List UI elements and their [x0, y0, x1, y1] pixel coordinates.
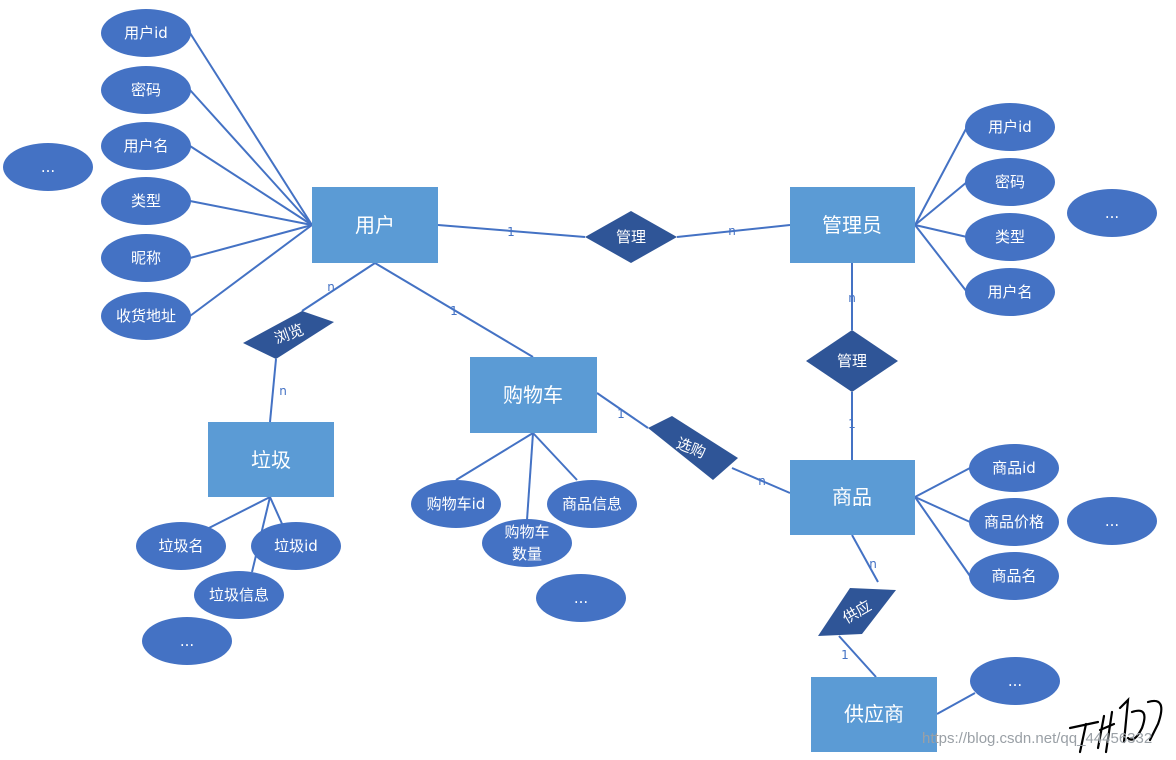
- attribute-admin-type: 类型: [965, 213, 1055, 261]
- card-cart-goods-cart: 1: [617, 407, 625, 421]
- attribute-cart-more: ...: [536, 574, 626, 622]
- attribute-goods-price: 商品价格: [969, 498, 1059, 546]
- svg-text:类型: 类型: [995, 228, 1025, 246]
- attribute-admin-more: ...: [1067, 189, 1157, 237]
- card-user-cart-user: 1: [450, 304, 458, 318]
- attribute-cart-goods-info: 商品信息: [547, 480, 637, 528]
- attribute-goods-id: 商品id: [969, 444, 1059, 492]
- svg-text:...: ...: [1105, 512, 1119, 530]
- attribute-user-nickname: 昵称: [101, 234, 191, 282]
- watermark-url: https://blog.csdn.net/qq_44456332: [922, 730, 1153, 747]
- svg-text:密码: 密码: [995, 173, 1025, 191]
- attribute-user-id: 用户id: [101, 9, 191, 57]
- svg-text:用户id: 用户id: [124, 24, 168, 42]
- svg-text:昵称: 昵称: [131, 249, 161, 267]
- svg-text:...: ...: [1008, 672, 1022, 690]
- entity-cart-label: 购物车: [503, 383, 563, 407]
- entity-trash-label: 垃圾: [251, 448, 291, 472]
- svg-text:...: ...: [574, 589, 588, 607]
- attribute-user-more: ...: [3, 143, 93, 191]
- attribute-user-type: 类型: [101, 177, 191, 225]
- svg-text:...: ...: [1105, 204, 1119, 222]
- attribute-admin-password: 密码: [965, 158, 1055, 206]
- relationship-user-admin-label: 管理: [616, 228, 646, 246]
- entity-supplier: 供应商: [811, 677, 937, 752]
- card-user-admin-admin: n: [728, 224, 736, 238]
- attribute-trash-info: 垃圾信息: [194, 571, 284, 619]
- signature-mark: [1068, 697, 1163, 754]
- attribute-admin-id: 用户id: [965, 103, 1055, 151]
- relationship-user-trash: 浏览: [243, 311, 334, 359]
- relationship-user-admin: 管理: [585, 211, 677, 263]
- relationship-admin-goods: 管理: [806, 330, 898, 392]
- svg-text:购物车: 购物车: [504, 523, 549, 541]
- attribute-trash-more: ...: [142, 617, 232, 665]
- entity-admin: 管理员: [790, 187, 915, 263]
- entity-user-label: 用户: [355, 213, 395, 237]
- attribute-goods-more: ...: [1067, 497, 1157, 545]
- entity-goods: 商品: [790, 460, 915, 535]
- card-goods-supplier-supplier: 1: [841, 648, 849, 662]
- svg-text:垃圾id: 垃圾id: [274, 537, 318, 555]
- svg-text:...: ...: [180, 632, 194, 650]
- card-goods-supplier-goods: n: [869, 557, 877, 571]
- relationship-admin-goods-label: 管理: [837, 352, 867, 370]
- entity-admin-label: 管理员: [822, 213, 882, 237]
- svg-text:用户名: 用户名: [987, 283, 1032, 301]
- attribute-admin-username: 用户名: [965, 268, 1055, 316]
- svg-text:垃圾信息: 垃圾信息: [209, 586, 269, 604]
- svg-text:商品信息: 商品信息: [562, 495, 622, 513]
- attribute-supplier-more: ...: [970, 657, 1060, 705]
- card-user-admin-user: 1: [507, 225, 515, 239]
- entity-user: 用户: [312, 187, 438, 263]
- attribute-trash-id: 垃圾id: [251, 522, 341, 570]
- svg-text:用户id: 用户id: [988, 118, 1032, 136]
- card-cart-goods-goods: n: [758, 474, 766, 488]
- card-admin-goods-goods: 1: [848, 417, 856, 431]
- relationship-user-trash-label: 浏览: [272, 320, 306, 347]
- attribute-cart-quantity: 购物车 数量: [482, 519, 572, 567]
- svg-text:商品价格: 商品价格: [984, 513, 1044, 531]
- svg-text:用户名: 用户名: [123, 137, 168, 155]
- card-user-trash-user: n: [327, 280, 335, 294]
- attribute-user-password: 密码: [101, 66, 191, 114]
- attribute-user-address: 收货地址: [101, 292, 191, 340]
- svg-text:收货地址: 收货地址: [116, 307, 176, 325]
- attribute-user-username: 用户名: [101, 122, 191, 170]
- svg-text:购物车id: 购物车id: [427, 495, 486, 513]
- entity-goods-label: 商品: [832, 485, 872, 509]
- entity-supplier-label: 供应商: [844, 702, 904, 726]
- relationship-goods-supplier: 供应: [818, 588, 896, 636]
- svg-text:商品名: 商品名: [991, 567, 1036, 585]
- svg-text:...: ...: [41, 158, 55, 176]
- relationship-cart-goods: 选购: [648, 416, 738, 480]
- cardinality-labels: 1 n n 1 n n 1 1 n n 1: [279, 224, 877, 662]
- svg-text:垃圾名: 垃圾名: [158, 537, 203, 555]
- svg-text:密码: 密码: [131, 81, 161, 99]
- entity-trash: 垃圾: [208, 422, 334, 497]
- entity-cart: 购物车: [470, 357, 597, 433]
- attribute-goods-name: 商品名: [969, 552, 1059, 600]
- card-user-trash-trash: n: [279, 384, 287, 398]
- card-admin-goods-admin: n: [848, 291, 856, 305]
- attribute-cart-id: 购物车id: [411, 480, 501, 528]
- svg-text:类型: 类型: [131, 192, 161, 210]
- attribute-trash-name: 垃圾名: [136, 522, 226, 570]
- svg-text:数量: 数量: [512, 545, 542, 563]
- svg-text:商品id: 商品id: [992, 459, 1036, 477]
